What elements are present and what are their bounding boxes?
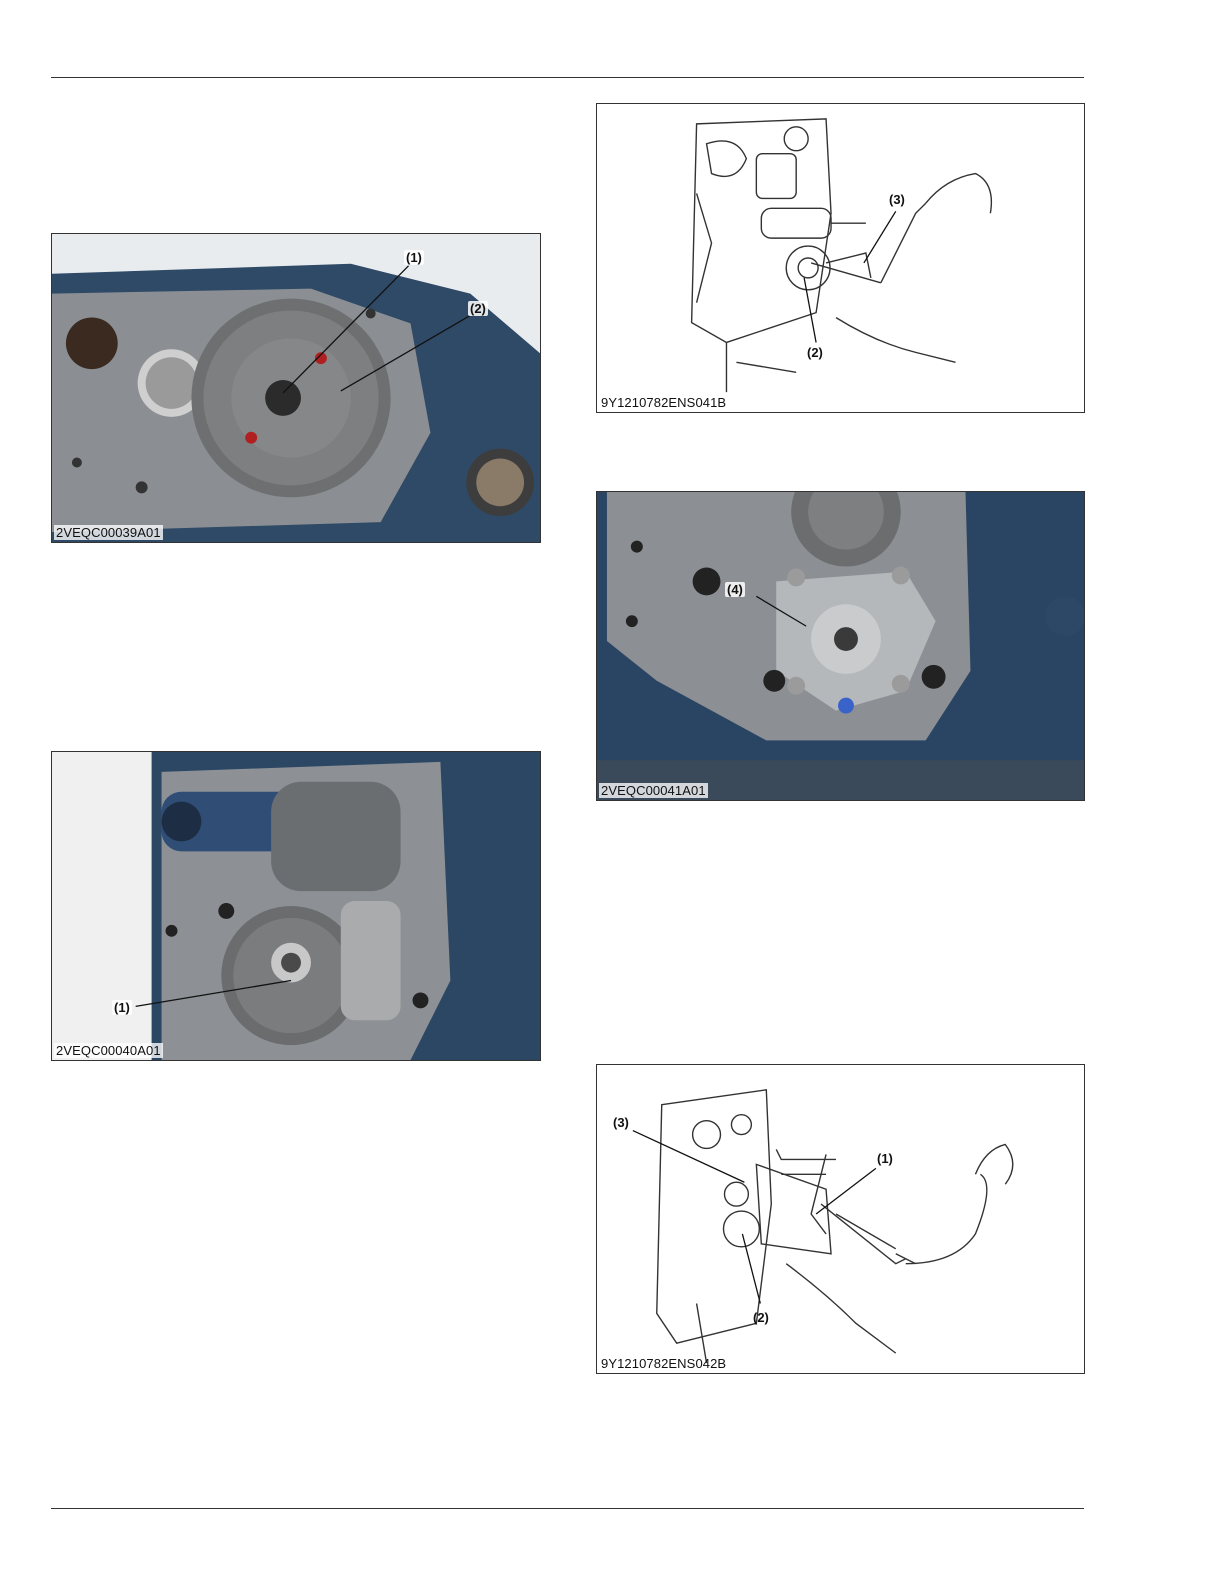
idle-gear-photo-image	[52, 234, 540, 542]
gear-puller-drawing-image	[597, 104, 1084, 412]
figure-code: 9Y1210782ENS042B	[601, 1356, 726, 1371]
footer-rule	[51, 1508, 1084, 1509]
figure-gear-puller-drawing: (3) (2) 9Y1210782ENS041B	[596, 103, 1085, 413]
callout-3: (3)	[889, 192, 905, 207]
figure-code: 2VEQC00041A01	[599, 783, 708, 798]
callout-1: (1)	[877, 1151, 893, 1166]
figure-oil-pump-photo: (4) 2VEQC00041A01	[596, 491, 1085, 801]
figure-code: 9Y1210782ENS041B	[601, 395, 726, 410]
callout-4: (4)	[725, 582, 745, 597]
callout-1: (1)	[404, 250, 424, 265]
callout-1: (1)	[112, 1000, 132, 1015]
figure-idle-gear-photo: (1) (2) 2VEQC00039A01	[51, 233, 541, 543]
callout-2: (2)	[807, 345, 823, 360]
figure-code: 2VEQC00039A01	[54, 525, 163, 540]
figure-pump-gear-photo: (1) 2VEQC00040A01	[51, 751, 541, 1061]
oil-pump-photo-image	[597, 492, 1084, 800]
callout-2: (2)	[468, 301, 488, 316]
callout-2: (2)	[753, 1310, 769, 1325]
header-rule	[51, 77, 1084, 78]
figure-code: 2VEQC00040A01	[54, 1043, 163, 1058]
callout-3: (3)	[613, 1115, 629, 1130]
figure-bearing-puller-drawing: (3) (1) (2) 9Y1210782ENS042B	[596, 1064, 1085, 1374]
bearing-puller-drawing-image	[597, 1065, 1084, 1373]
